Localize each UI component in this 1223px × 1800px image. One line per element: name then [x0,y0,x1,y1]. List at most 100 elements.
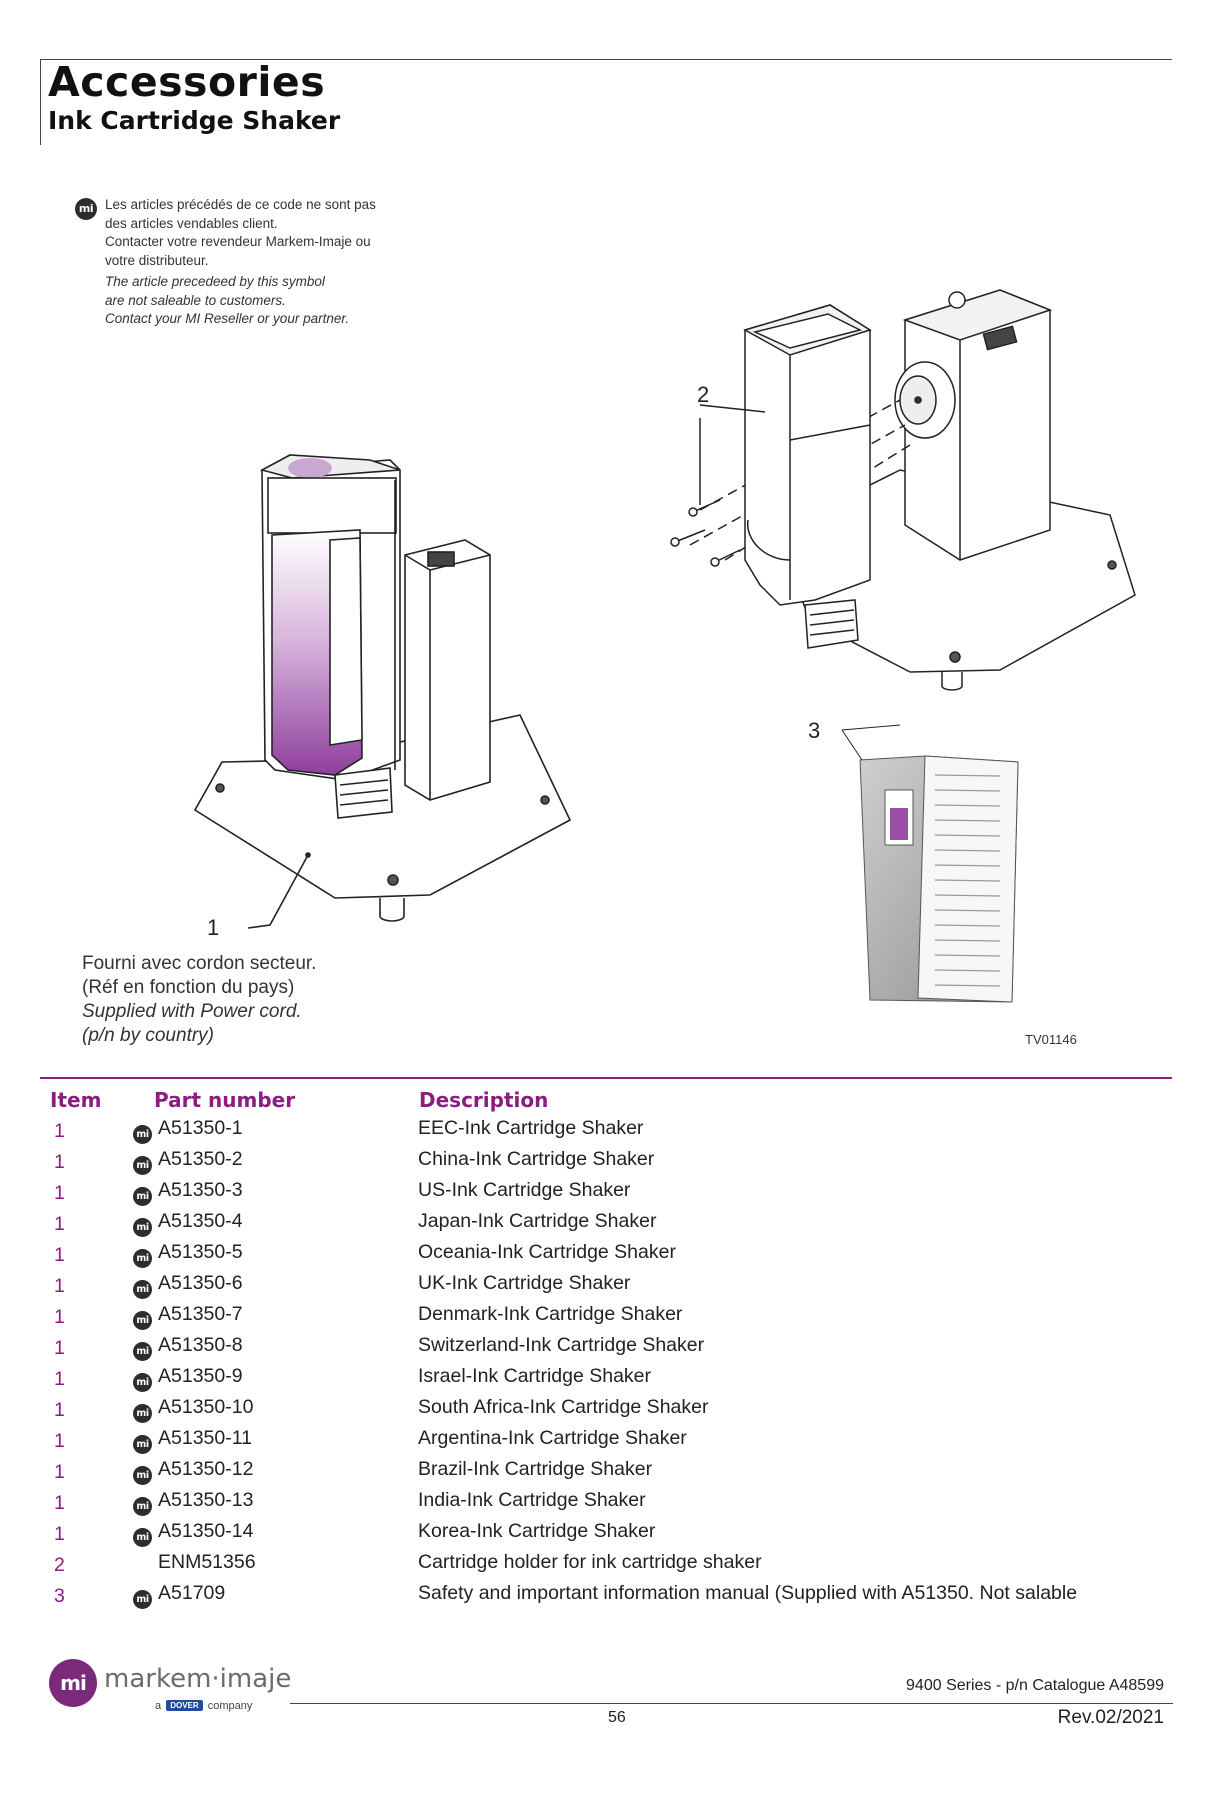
row-item: 1 [54,1275,65,1297]
supplied-en-2: (p/n by country) [82,1025,214,1046]
row-restricted: mi [133,1306,152,1330]
row-description: Japan-Ink Cartridge Shaker [418,1210,657,1232]
row-part-number: A51350-3 [158,1179,243,1201]
row-description: Cartridge holder for ink cartridge shake… [418,1551,762,1573]
mi-symbol-icon: mi [133,1280,152,1299]
row-item: 1 [54,1430,65,1452]
row-restricted: mi [133,1585,152,1609]
table-row: 1 mi A51350-3 US-Ink Cartridge Shaker [0,1178,1223,1209]
legend-en-line: are not saleable to customers. [105,292,286,308]
row-item: 1 [54,1368,65,1390]
row-item: 1 [54,1399,65,1421]
row-restricted: mi [133,1182,152,1206]
legend-fr-line: des articles vendables client. [105,215,278,231]
table-row: 1 mi A51350-4 Japan-Ink Cartridge Shaker [0,1209,1223,1240]
row-description: Safety and important information manual … [418,1582,1078,1604]
mi-symbol-icon: mi [133,1342,152,1361]
row-item: 1 [54,1244,65,1266]
row-description: Brazil-Ink Cartridge Shaker [418,1458,653,1480]
row-part-number: A51709 [158,1582,226,1604]
mi-symbol-icon: mi [133,1187,152,1206]
row-part-number: A51350-4 [158,1210,243,1232]
callout-1: 1 [207,915,220,940]
header-item: Item [50,1088,102,1112]
row-item: 1 [54,1151,65,1173]
page-title: Accessories [48,58,326,106]
dover-logo: DOVER [166,1700,203,1711]
mi-symbol-icon: mi [133,1404,152,1423]
mi-symbol-icon: mi [133,1435,152,1454]
row-description: Korea-Ink Cartridge Shaker [418,1520,656,1542]
row-description: Denmark-Ink Cartridge Shaker [418,1303,683,1325]
row-description: Oceania-Ink Cartridge Shaker [418,1241,676,1263]
row-part-number: A51350-14 [158,1520,254,1542]
brand-sub-company: company [207,1700,253,1712]
row-part-number: ENM51356 [158,1551,256,1573]
row-restricted: mi [133,1151,152,1175]
row-part-number: A51350-8 [158,1334,243,1356]
row-item: 1 [54,1492,65,1514]
row-item: 1 [54,1523,65,1545]
row-restricted: mi [133,1213,152,1237]
row-item: 1 [54,1337,65,1359]
page-subtitle: Ink Cartridge Shaker [48,106,341,135]
supplied-fr-1: Fourni avec cordon secteur. [82,953,317,974]
row-restricted: mi [133,1275,152,1299]
row-part-number: A51350-10 [158,1396,254,1418]
row-item: 1 [54,1213,65,1235]
header-rule [40,59,1172,60]
legend-fr-line: Contacter votre revendeur Markem-Imaje o… [105,234,371,249]
row-part-number: A51350-11 [158,1427,252,1449]
legend-en-line: Contact your MI Reseller or your partner… [105,311,350,326]
row-restricted: mi [133,1461,152,1485]
mi-symbol-icon: mi [133,1125,152,1144]
mi-symbol-icon: mi [133,1311,152,1330]
mi-symbol-icon: mi [133,1466,152,1485]
table-row: 1 mi A51350-7 Denmark-Ink Cartridge Shaker [0,1302,1223,1333]
row-part-number: A51350-13 [158,1489,254,1511]
legend-fr-line: Les articles précédés de ce code ne sont… [105,197,376,212]
header-description: Description [419,1088,549,1112]
row-item: 1 [54,1306,65,1328]
supplied-fr-2: (Réf en fonction du pays) [82,977,295,998]
table-rule [40,1077,1172,1079]
row-description: China-Ink Cartridge Shaker [418,1148,655,1170]
row-restricted: mi [133,1120,152,1144]
row-restricted: mi [133,1368,152,1392]
row-description: EEC-Ink Cartridge Shaker [418,1117,644,1139]
row-description: US-Ink Cartridge Shaker [418,1179,631,1201]
row-description: South Africa-Ink Cartridge Shaker [418,1396,709,1418]
mi-symbol-icon: mi [133,1497,152,1516]
header-vertical-rule [40,59,41,145]
supplied-en-1: Supplied with Power cord. [82,1001,302,1022]
mi-symbol-icon: mi [133,1373,152,1392]
row-part-number: A51350-12 [158,1458,254,1480]
legend-en-line: The article precedeed by this symbol [105,274,325,289]
mi-symbol-icon: mi [75,198,97,220]
row-description: UK-Ink Cartridge Shaker [418,1272,631,1294]
row-part-number: A51350-2 [158,1148,243,1170]
table-row: 1 mi A51350-13 India-Ink Cartridge Shaker [0,1488,1223,1519]
row-restricted: mi [133,1430,152,1454]
markem-imaje-logo-icon: mi [49,1659,97,1707]
page-number: 56 [608,1709,626,1726]
mi-symbol-icon: mi [133,1218,152,1237]
row-item: 3 [54,1585,65,1607]
mi-symbol-icon: mi [133,1156,152,1175]
table-row: 1 mi A51350-2 China-Ink Cartridge Shaker [0,1147,1223,1178]
row-part-number: A51350-5 [158,1241,243,1263]
row-description: India-Ink Cartridge Shaker [418,1489,646,1511]
table-row: 1 mi A51350-10 South Africa-Ink Cartridge S… [0,1395,1223,1426]
callout-2: 2 [697,382,710,407]
assembled-shaker-drawing [193,454,572,929]
row-item: 2 [54,1554,65,1576]
row-restricted: mi [133,1492,152,1516]
catalogue-reference: 9400 Series - p/n Catalogue A48599 [906,1677,1164,1694]
row-item: 1 [54,1182,65,1204]
row-part-number: A51350-7 [158,1303,243,1325]
